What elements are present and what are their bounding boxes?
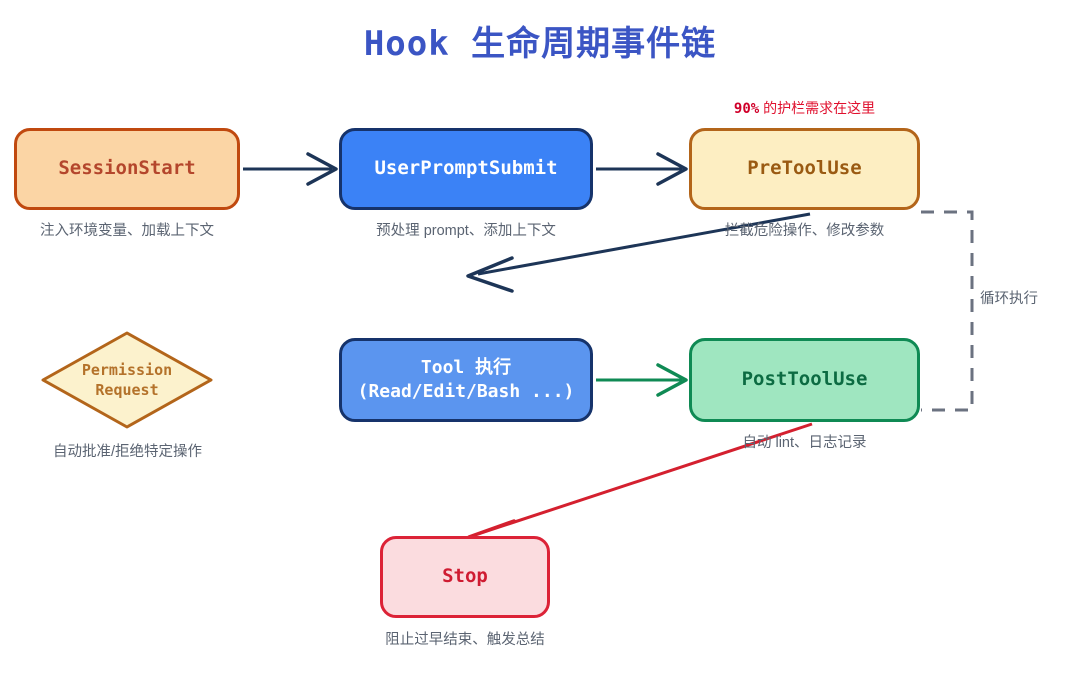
node-session-start[interactable]: SessionStart (14, 128, 240, 210)
node-pre-tool-use[interactable]: PreToolUse (689, 128, 920, 210)
caption-session-start: 注入环境变量、加载上下文 (40, 223, 214, 239)
node-user-prompt-submit[interactable]: UserPromptSubmit (339, 128, 593, 210)
edge-pre-tool-use-to-tool-exec (466, 212, 811, 293)
node-permission-request-shape[interactable] (36, 330, 218, 430)
node-permission-request[interactable]: Permission Request (81, 360, 173, 399)
annotation-percent-value: 90% (733, 101, 760, 117)
edge-user-prompt-submit-to-pre-tool-use (596, 152, 688, 186)
node-post-tool-use[interactable]: PostToolUse (689, 338, 920, 422)
edge-session-start-to-user-prompt-submit (243, 152, 338, 186)
caption-permission-request: 自动批准/拒绝特定操作 (52, 444, 203, 460)
caption-user-prompt-submit: 预处理 prompt、添加上下文 (376, 223, 556, 239)
annotation-guardrail-percentage: 90% 的护栏需求在这里 (689, 98, 920, 118)
edge-tool-exec-to-post-tool-use (596, 363, 688, 397)
page-title: Hook 生命周期事件链 (363, 24, 717, 64)
node-tool-exec[interactable]: Tool 执行 (Read/Edit/Bash ...) (339, 338, 593, 422)
caption-post-tool-use: 自动 lint、日志记录 (742, 435, 867, 451)
node-stop[interactable]: Stop (380, 536, 550, 618)
caption-stop: 阻止过早结束、触发总结 (385, 632, 545, 648)
loop-edge-label: 循环执行 (980, 291, 1038, 307)
annotation-percent-text: 的护栏需求在这里 (759, 100, 876, 116)
edge-loop-pre-post (921, 210, 974, 412)
caption-pre-tool-use: 拦截危险操作、修改参数 (724, 223, 885, 239)
